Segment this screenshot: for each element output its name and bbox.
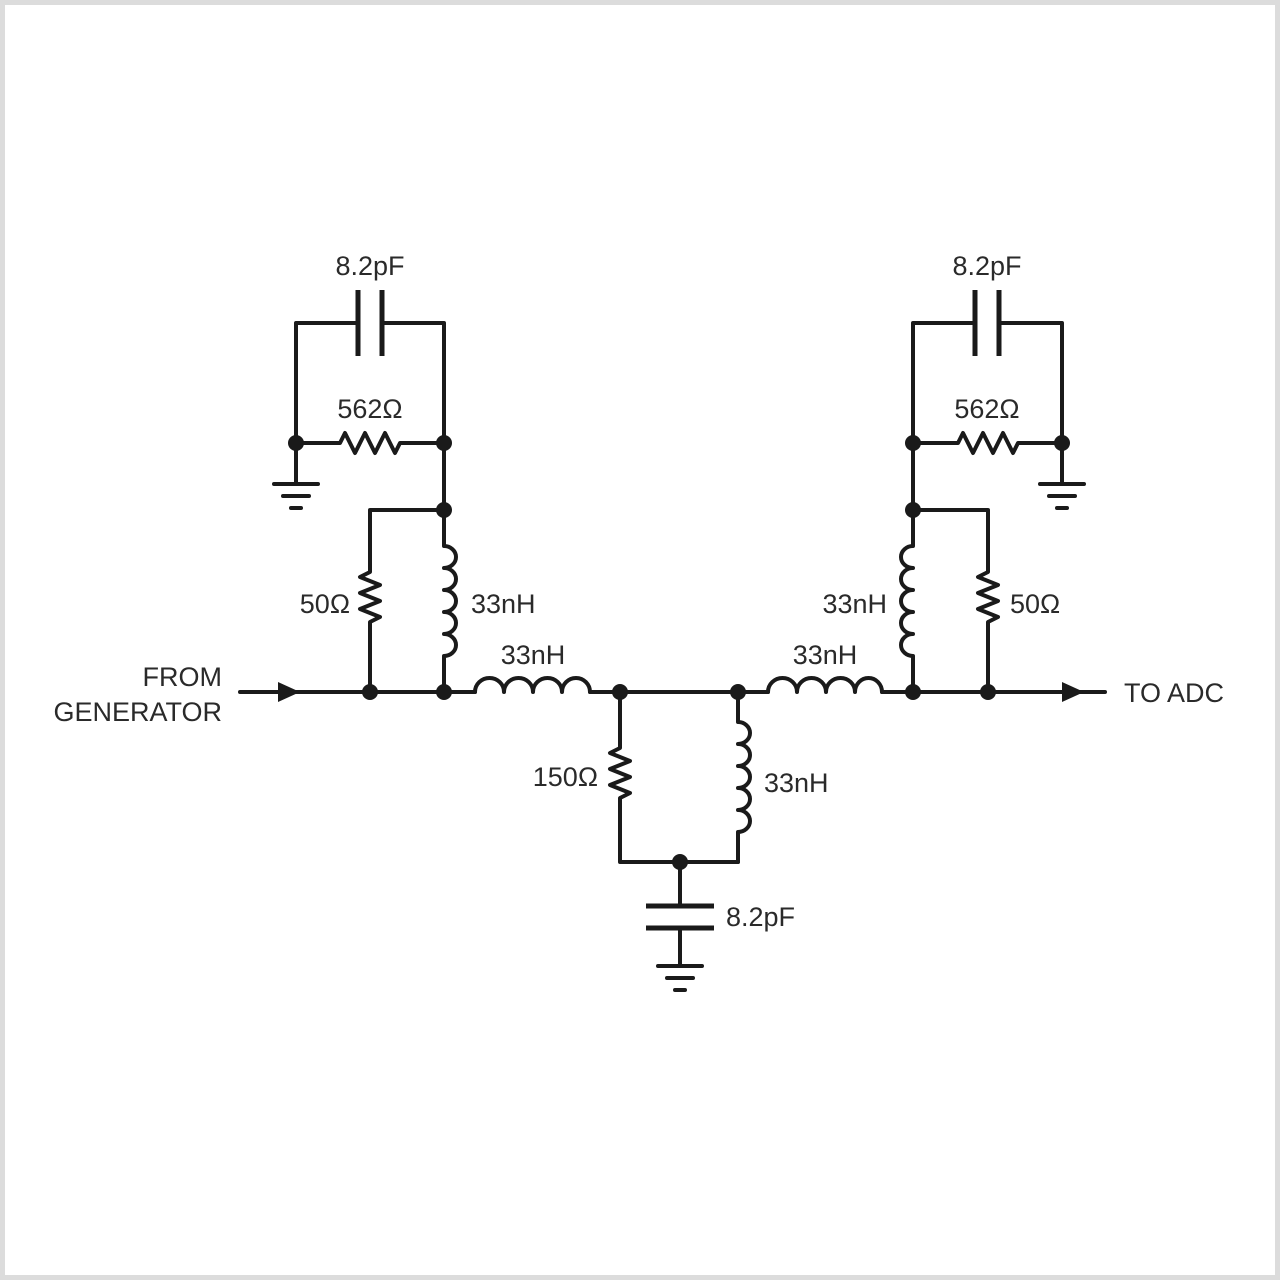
right-top-ground xyxy=(1038,441,1086,510)
bottom-resistor xyxy=(608,690,740,864)
bottom-inductor xyxy=(736,690,752,864)
junction-dot xyxy=(612,684,628,700)
left-shunt-inductor xyxy=(442,508,458,694)
label-l-series-left: 33nH xyxy=(501,640,566,670)
label-c-left-top: 8.2pF xyxy=(335,251,404,281)
label-input-line2: GENERATOR xyxy=(53,697,222,727)
junction-dot xyxy=(1054,435,1070,451)
series-inductor-left xyxy=(473,676,592,694)
junction-dot xyxy=(436,502,452,518)
left-top-capacitor xyxy=(294,290,446,445)
junction-dot xyxy=(905,435,921,451)
bottom-ground xyxy=(656,964,704,992)
junction-dots xyxy=(288,435,1070,870)
output-arrow xyxy=(1062,682,1084,702)
junction-dot xyxy=(730,684,746,700)
label-l-left-shunt: 33nH xyxy=(471,589,536,619)
series-inductor-right xyxy=(766,676,884,694)
label-input-line1: FROM xyxy=(143,662,222,692)
label-l-right-shunt: 33nH xyxy=(822,589,887,619)
junction-dot xyxy=(436,435,452,451)
left-top-ground xyxy=(272,441,320,510)
label-r-right-top: 562Ω xyxy=(954,394,1019,424)
junction-dot xyxy=(362,684,378,700)
junction-dot xyxy=(905,684,921,700)
junction-dot xyxy=(288,435,304,451)
right-shunt-resistor xyxy=(911,508,1000,694)
junction-dot xyxy=(980,684,996,700)
input-arrow xyxy=(278,682,300,702)
label-c-right-top: 8.2pF xyxy=(952,251,1021,281)
left-shunt-resistor xyxy=(358,441,446,694)
label-r-bottom: 150Ω xyxy=(533,762,598,792)
label-r-left-shunt: 50Ω xyxy=(300,589,350,619)
label-l-series-right: 33nH xyxy=(793,640,858,670)
label-output: TO ADC xyxy=(1124,678,1224,708)
junction-dot xyxy=(905,502,921,518)
label-l-bottom: 33nH xyxy=(764,768,829,798)
label-c-bottom: 8.2pF xyxy=(726,902,795,932)
label-r-right-shunt: 50Ω xyxy=(1010,589,1060,619)
label-r-left-top: 562Ω xyxy=(337,394,402,424)
right-top-capacitor xyxy=(911,290,1064,445)
right-shunt-inductor xyxy=(899,441,915,694)
junction-dot xyxy=(436,684,452,700)
bottom-capacitor xyxy=(646,860,714,966)
left-top-resistor xyxy=(294,431,446,455)
junction-dot xyxy=(672,854,688,870)
right-top-resistor xyxy=(911,431,1064,455)
